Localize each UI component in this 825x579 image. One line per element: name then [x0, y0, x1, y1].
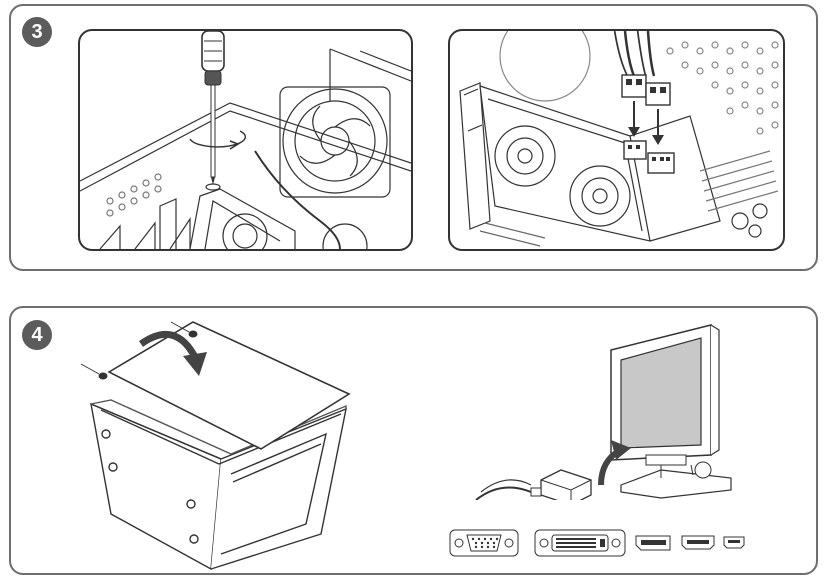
monitor-icon: [610, 324, 732, 499]
step-4-panel: 4: [9, 306, 818, 575]
adapter-icon: [475, 469, 592, 500]
gpu-power-drawing: [459, 31, 779, 247]
step-number-badge: 3: [22, 17, 52, 47]
dvi-port-icon: [534, 529, 626, 557]
step-3-panel: 3: [9, 4, 818, 271]
screwdriver-icon: [201, 31, 225, 185]
step-number-badge: 4: [22, 320, 52, 350]
graphics-card-icon: [479, 85, 651, 242]
vga-port-icon: [449, 529, 519, 557]
close-case-cover-illustration: [80, 321, 351, 571]
screw-icon: [80, 321, 198, 380]
power-connector-icon: [613, 31, 675, 174]
displayport-icon: [635, 535, 671, 551]
close-cover-arrow-icon: [138, 331, 207, 376]
display-ports-row: [449, 529, 745, 557]
rotate-arrow-icon: [189, 130, 247, 150]
case-cover-icon: [107, 321, 351, 450]
mini-hdmi-port-icon: [723, 536, 745, 549]
case-interior-drawing: [80, 31, 411, 249]
power-cable-illustration: [448, 29, 785, 251]
connect-monitor-illustration: [475, 324, 732, 500]
hdmi-port-icon: [681, 535, 715, 550]
screw-bracket-illustration: [78, 29, 413, 251]
